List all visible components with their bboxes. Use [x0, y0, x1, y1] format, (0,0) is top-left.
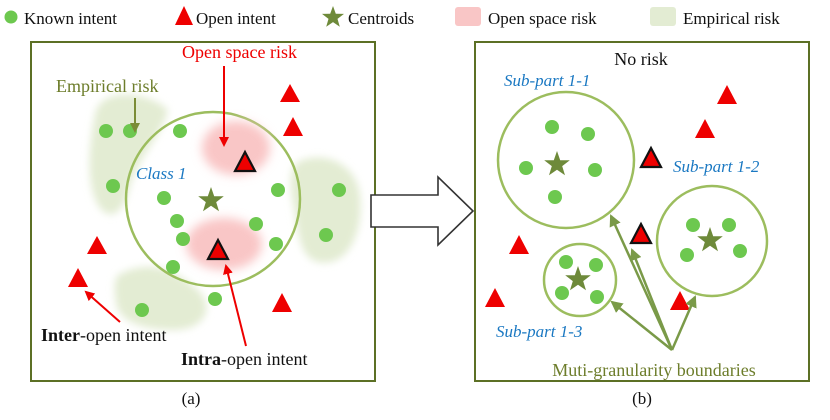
inter-open-intent-arrow — [84, 290, 121, 323]
open-intent-point — [272, 293, 292, 312]
known-intent-point — [157, 191, 171, 205]
centroid-sub-part-1-2 — [697, 227, 723, 252]
open-intent-point — [509, 235, 529, 254]
known-intent-point — [545, 120, 559, 134]
open-intent-point — [283, 117, 303, 136]
sub-part-1-3-boundary — [542, 242, 618, 318]
open-space-risk-regions — [186, 121, 270, 270]
legend: Known intent Open intent Centroids Open … — [4, 6, 780, 28]
intra-open-intent-label: Intra-open intent — [181, 349, 307, 369]
intra-open-intent-bold: Intra — [181, 349, 221, 369]
open-intent-point — [670, 291, 690, 310]
inter-open-intent-bold: Inter — [41, 325, 80, 345]
legend-known-marker — [4, 10, 18, 24]
no-risk-label: No risk — [614, 49, 668, 69]
known-intent-point — [581, 127, 595, 141]
open-space-risk-region — [186, 218, 262, 270]
panel-a-caption: (a) — [182, 389, 201, 408]
inter-open-intent-label: Inter-open intent — [41, 325, 166, 345]
known-intent-point — [590, 290, 604, 304]
panel-b-caption: (b) — [632, 389, 652, 408]
known-intent-point — [173, 124, 187, 138]
boundary-arrow-mid — [630, 248, 674, 351]
intra-open-intent-point — [629, 221, 653, 245]
open-intent-point — [485, 288, 505, 307]
open-space-risk-region — [202, 121, 270, 175]
intra-open-intent-point — [233, 149, 257, 173]
known-intent-point — [686, 218, 700, 232]
known-intent-point — [332, 183, 346, 197]
known-intent-point — [99, 124, 113, 138]
known-intent-point — [135, 303, 149, 317]
known-intent-point — [588, 163, 602, 177]
known-intent-point — [208, 292, 222, 306]
centroid-sub-part-1-3 — [565, 266, 591, 291]
legend-centroid-marker — [322, 6, 344, 27]
transition-arrow — [370, 175, 475, 247]
known-intents-b — [519, 120, 747, 304]
intra-open-intent-point — [206, 237, 230, 261]
legend-empirical-swatch — [650, 7, 676, 26]
sub-part-1-2-boundary — [655, 184, 769, 298]
known-intent-point — [176, 232, 190, 246]
known-intent-point — [166, 260, 180, 274]
known-intent-point — [271, 183, 285, 197]
known-intent-point — [170, 214, 184, 228]
legend-open-space-swatch — [455, 7, 481, 26]
panel-a: Open space risk Empirical risk Class 1 I… — [30, 41, 376, 408]
intra-open-intent-rest: -open intent — [221, 349, 307, 369]
open-space-risk-label: Open space risk — [182, 42, 297, 62]
inter-open-intent-rest: -open intent — [80, 325, 166, 345]
centroid-sub-part-1-1 — [544, 151, 570, 176]
boundary-arrow-1-3 — [610, 300, 673, 351]
open-intent-point — [695, 119, 715, 138]
known-intent-point — [733, 244, 747, 258]
open-intents-b — [485, 85, 737, 310]
class-boundary-circle — [124, 110, 302, 288]
legend-known-label: Known intent — [24, 9, 117, 28]
known-intent-point — [555, 286, 569, 300]
boundary-arrows — [609, 214, 697, 351]
sub-part-1-2-label: Sub-part 1-2 — [673, 157, 760, 176]
empirical-risk-region — [290, 157, 361, 263]
known-intent-point — [249, 217, 263, 231]
known-intent-point — [722, 218, 736, 232]
legend-centroids-label: Centroids — [348, 9, 414, 28]
known-intent-point — [269, 237, 283, 251]
sub-part-1-1-label: Sub-part 1-1 — [504, 71, 590, 90]
known-intent-point — [319, 228, 333, 242]
open-intent-point — [68, 268, 88, 287]
known-intent-point — [519, 161, 533, 175]
legend-open-marker — [175, 6, 193, 25]
legend-empirical-label: Empirical risk — [683, 9, 780, 28]
intra-open-intent-point — [639, 145, 663, 169]
known-intent-point — [559, 255, 573, 269]
open-intent-point — [717, 85, 737, 104]
class-label: Class 1 — [136, 164, 187, 183]
empirical-risk-label: Empirical risk — [56, 76, 158, 96]
sub-part-1-3-label: Sub-part 1-3 — [496, 322, 582, 341]
known-intents-a — [99, 124, 346, 317]
legend-open-space-label: Open space risk — [488, 9, 597, 28]
open-intent-point — [87, 236, 107, 254]
boundaries-label: Muti-granularity boundaries — [552, 360, 755, 380]
legend-open-label: Open intent — [196, 9, 276, 28]
intra-open-intent-arrow — [223, 264, 247, 347]
centroid-class-1 — [198, 187, 224, 212]
open-intent-point — [280, 84, 300, 102]
known-intent-point — [548, 190, 562, 204]
panel-b: No risk Sub-part 1-1 Sub-part 1-2 Sub-pa… — [474, 41, 810, 408]
sub-part-1-1-boundary — [496, 90, 636, 230]
known-intent-point — [106, 179, 120, 193]
open-intents-a — [68, 84, 303, 312]
known-intent-point — [589, 258, 603, 272]
boundary-arrow-1-2 — [670, 295, 697, 351]
known-intent-point — [680, 248, 694, 262]
